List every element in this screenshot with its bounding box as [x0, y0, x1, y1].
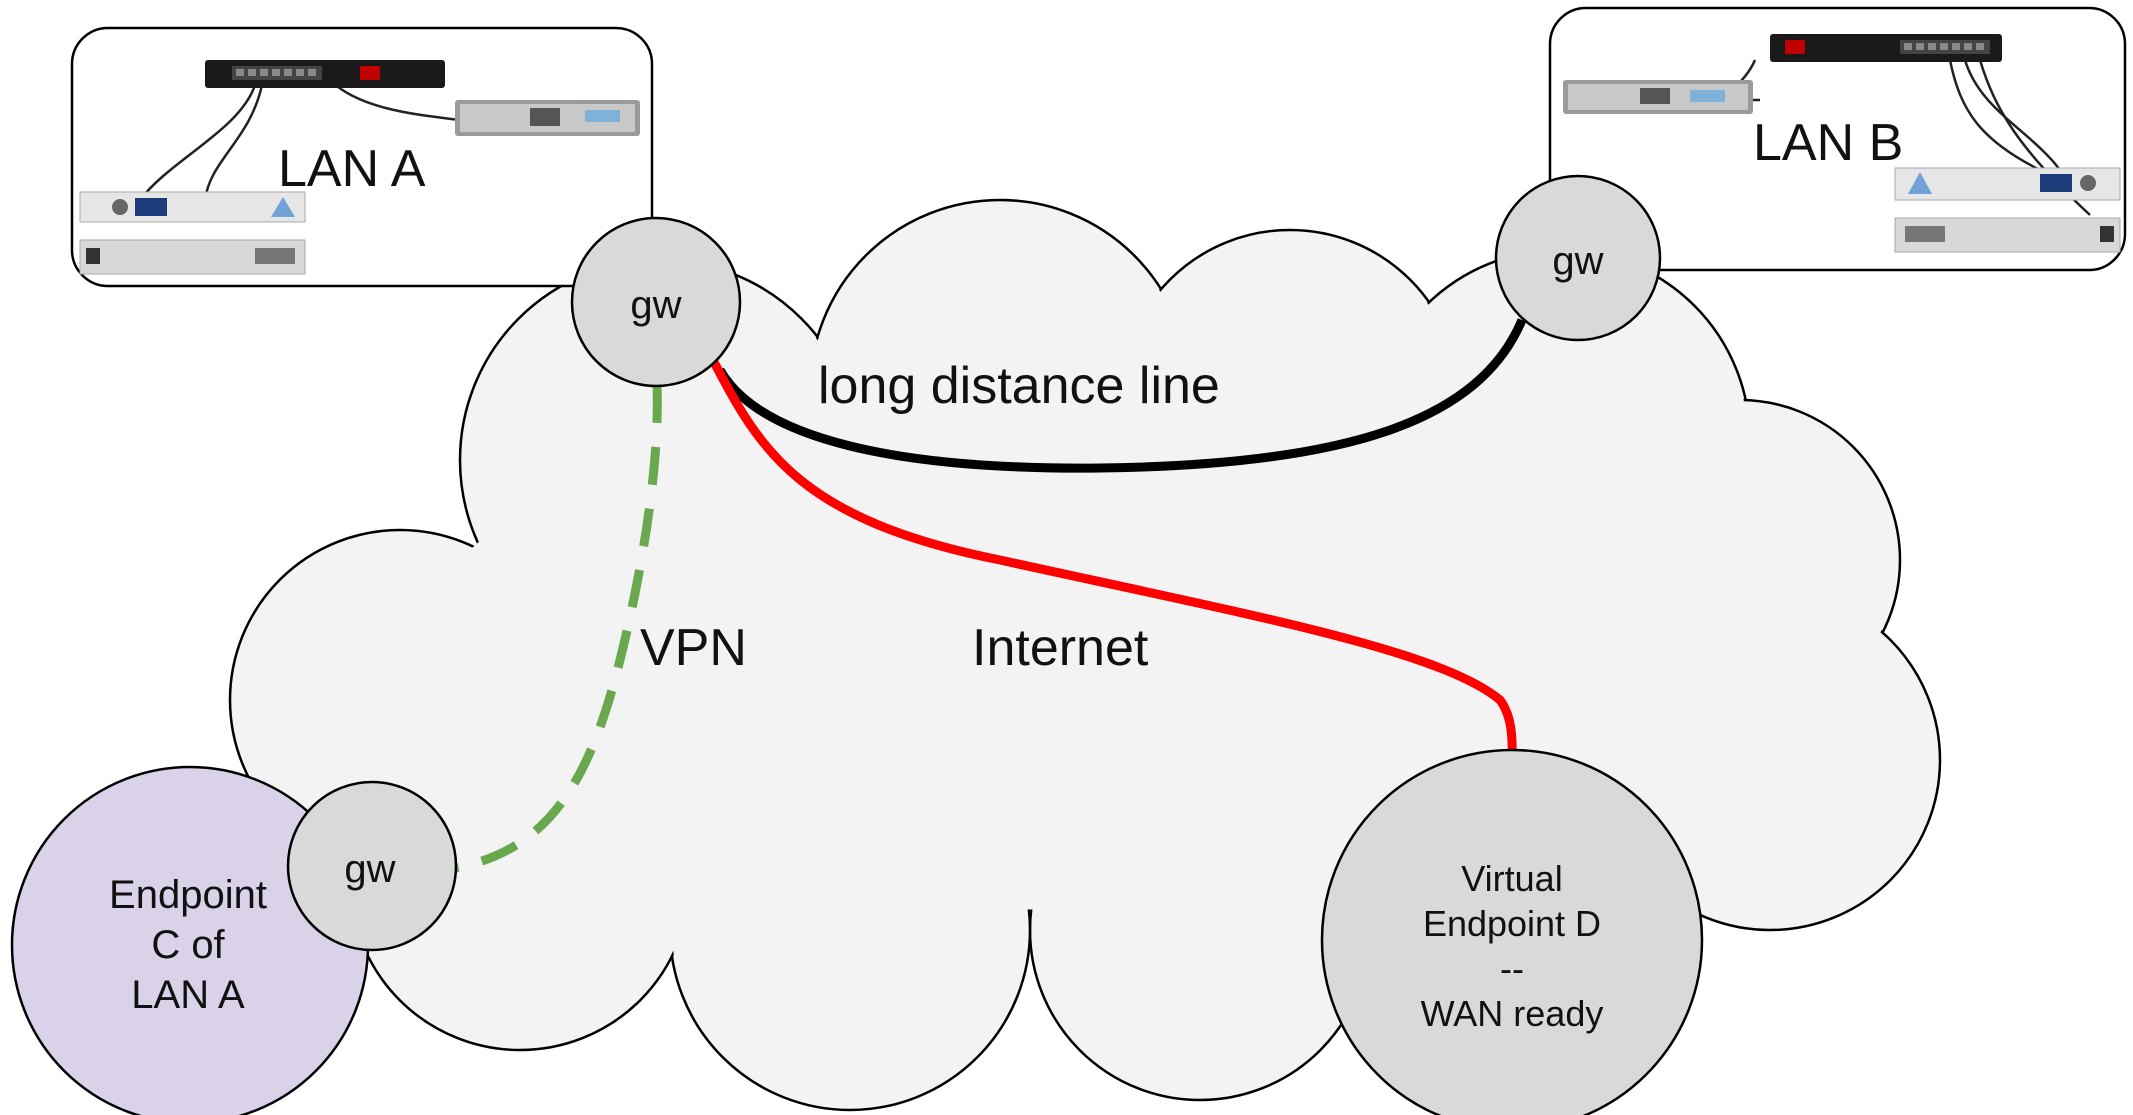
lan-a-switch-device — [205, 60, 445, 88]
lan-a-audio-device — [455, 100, 640, 136]
lan-a-converter-device — [79, 239, 306, 275]
endpoint-d-line-1: Virtual — [1461, 858, 1562, 899]
endpoint-c-line-3: LAN A — [131, 973, 245, 1017]
lan-a-cables — [139, 79, 461, 201]
endpoint-d-line-2: Endpoint D — [1423, 903, 1601, 944]
endpoint-c-gateway-label: gw — [344, 847, 395, 891]
endpoint-d-line-4: WAN ready — [1421, 993, 1604, 1034]
long-distance-label: long distance line — [818, 357, 1220, 415]
internet-label: Internet — [972, 619, 1149, 677]
lan-b-audio-device — [1563, 80, 1753, 114]
endpoint-c-gateway: gw — [286, 780, 458, 952]
lan-b-box — [1548, 6, 2127, 272]
lan-a-gateway-label: gw — [630, 283, 681, 327]
endpoint-d: Virtual Endpoint D -- WAN ready — [1320, 748, 1704, 1115]
lan-a-label: LAN A — [278, 140, 426, 198]
lan-b-gateway: gw — [1494, 174, 1662, 342]
vpn-label: VPN — [640, 619, 747, 677]
internet-cloud — [228, 198, 1942, 1112]
lan-b-interface-device — [1894, 167, 2121, 201]
lan-b-gateway-label: gw — [1552, 239, 1603, 283]
lan-a-gateway: gw — [570, 216, 742, 388]
lan-b-group: LAN B — [1548, 6, 2127, 272]
lan-a-group: LAN A — [70, 26, 654, 288]
endpoint-c-line-2: C of — [151, 923, 225, 967]
long-distance-line — [716, 318, 1527, 473]
endpoint-c-line-1: Endpoint — [109, 873, 267, 917]
endpoint-d-line-3: -- — [1500, 948, 1524, 989]
lan-a-interface-device — [79, 191, 306, 223]
lan-b-switch-device — [1770, 34, 2002, 62]
lan-b-label: LAN B — [1753, 114, 1903, 172]
internet-link — [710, 359, 1517, 771]
vpn-link — [454, 384, 662, 873]
lan-b-converter-device — [1894, 217, 2121, 253]
endpoint-c: Endpoint C of LAN A — [10, 765, 370, 1115]
